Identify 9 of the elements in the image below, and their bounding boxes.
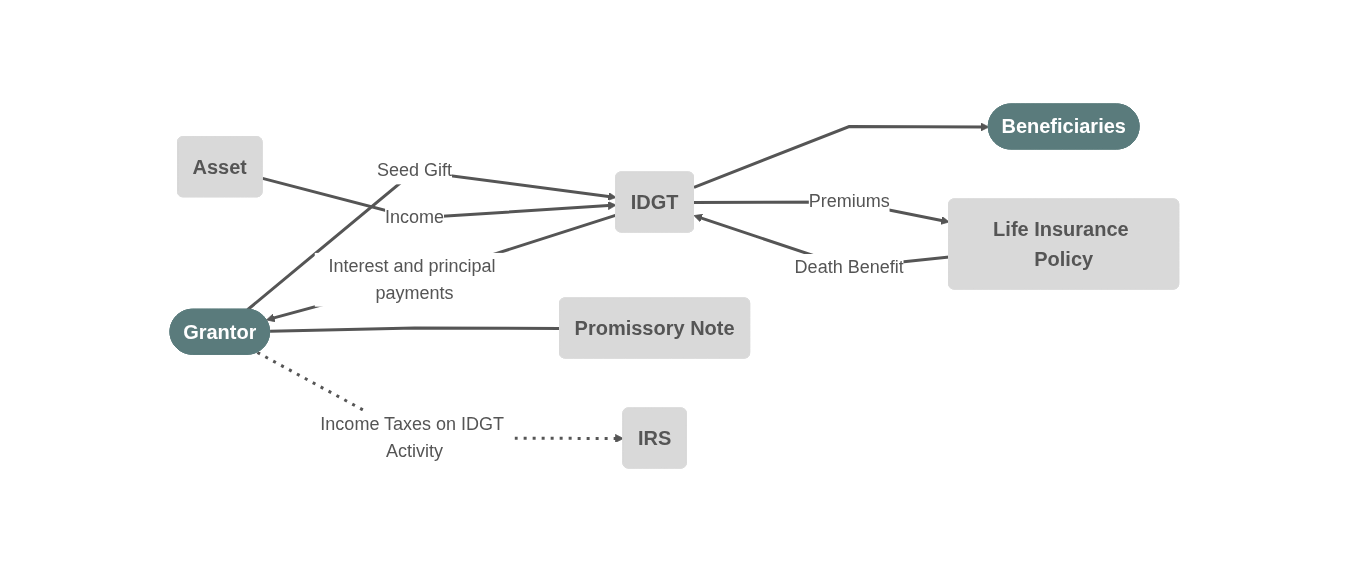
edge-label: Income bbox=[385, 207, 445, 227]
edge-label: Seed Gift bbox=[377, 160, 453, 180]
edge-label: Interest and principal payments bbox=[328, 255, 496, 303]
arrow bbox=[266, 213, 617, 322]
connector bbox=[270, 326, 561, 333]
arrow bbox=[693, 122, 990, 189]
edge-label: Premiums bbox=[808, 191, 890, 211]
edge-label: Death Benefit bbox=[794, 256, 904, 277]
edge-label: Income Taxes on IDGT Activity bbox=[320, 413, 504, 461]
